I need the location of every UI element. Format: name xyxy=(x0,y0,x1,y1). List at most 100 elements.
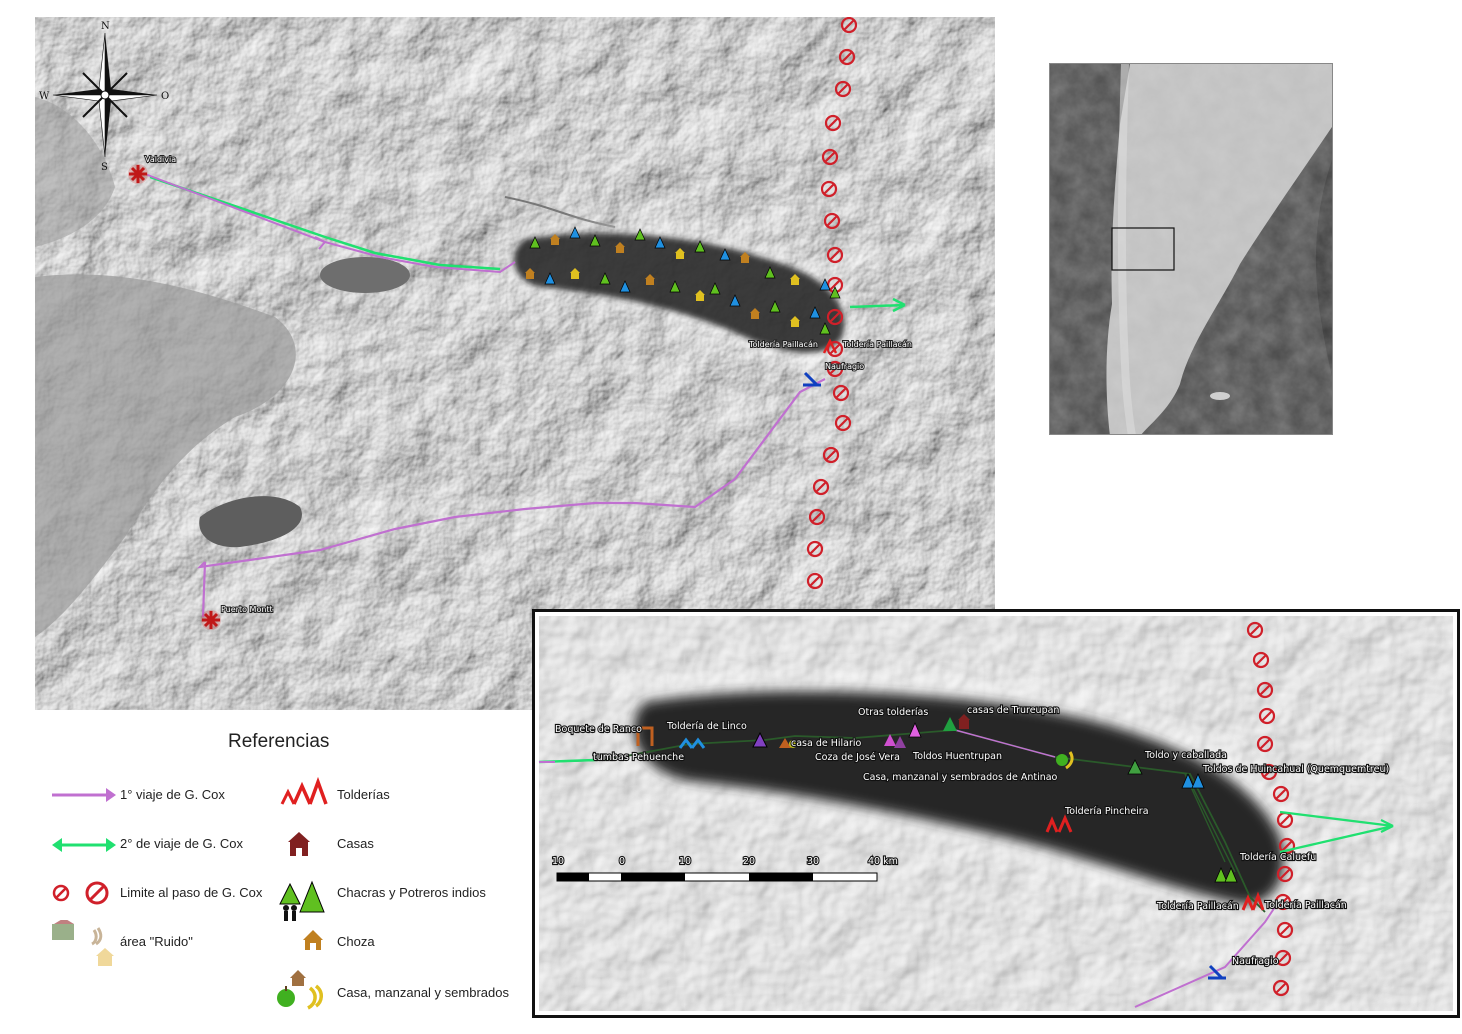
label-paillacan-b: Toldería Paillacán xyxy=(1264,900,1347,911)
legend-chacras-icon xyxy=(279,880,325,921)
scale-tick-2: 10 xyxy=(679,856,691,867)
limit-marker xyxy=(1272,785,1290,803)
legend-route1-label: 1° viaje de G. Cox xyxy=(120,787,225,802)
label-jose-vera: Coza de José Vera xyxy=(815,752,900,763)
limit-marker xyxy=(1276,865,1294,883)
inset-map: 10 0 10 20 30 40 km Boquete de Ranco tum… xyxy=(532,609,1460,1018)
tolderia-paillacan-marker xyxy=(822,338,838,354)
legend-tolderias-icon xyxy=(280,776,328,805)
house-icon xyxy=(790,274,800,285)
tent-icon xyxy=(589,234,601,247)
label-paillacan-a: Toldería Paillacán xyxy=(1156,901,1239,912)
limit-marker xyxy=(820,180,838,198)
limit-marker xyxy=(840,17,858,34)
limit-marker xyxy=(1274,893,1292,911)
label-caluefu: Toldería Caluefu xyxy=(1239,852,1316,863)
compass-n: N xyxy=(101,21,110,32)
legend-limit-icon xyxy=(52,881,109,905)
house-icon xyxy=(550,234,560,245)
tent-icon xyxy=(529,236,541,249)
limit-marker xyxy=(834,80,852,98)
limit-marker xyxy=(838,48,856,66)
legend-route1-icon xyxy=(52,788,116,802)
limit-marker xyxy=(1276,921,1294,939)
legend-choza-icon xyxy=(303,930,323,950)
compass-e: O xyxy=(161,91,169,102)
tent-icon xyxy=(669,280,681,293)
legend-limit-label: Limite al paso de G. Cox xyxy=(120,885,263,900)
boquete-marker xyxy=(636,726,654,746)
tolderia-paillacan-label-2: Toldería Paillacán xyxy=(842,340,912,349)
tent-icon xyxy=(694,240,706,253)
label-naufragio: Naufragio xyxy=(1232,956,1279,967)
limit-markers xyxy=(806,17,858,590)
tent-icon xyxy=(764,266,776,279)
limit-marker xyxy=(822,446,840,464)
limit-marker xyxy=(812,478,830,496)
label-hilario: casa de Hilario xyxy=(791,738,862,749)
trureupan-marker xyxy=(943,714,970,731)
legend-casas-icon xyxy=(288,832,310,856)
legend-casas-label: Casas xyxy=(337,836,374,851)
tent-icon xyxy=(829,286,841,299)
huincahual-marker xyxy=(1181,772,1205,789)
tumbas-marker xyxy=(678,737,706,749)
limit-marker xyxy=(1274,949,1292,967)
tent-icon xyxy=(719,248,731,261)
hilario-marker xyxy=(779,738,797,748)
tent-icon xyxy=(599,272,611,285)
tent-icon xyxy=(619,280,631,293)
tent-icon xyxy=(634,228,646,241)
house-icon xyxy=(615,242,625,253)
scale-tick-5: 40 km xyxy=(868,856,898,867)
house-icon xyxy=(740,252,750,263)
settlement-icons xyxy=(525,226,841,335)
valdivia-label: Valdivia xyxy=(145,155,176,164)
house-icon xyxy=(675,248,685,259)
legend-title: Referencias xyxy=(228,731,330,752)
route-1 xyxy=(144,173,516,274)
limit-marker xyxy=(1278,837,1296,855)
limit-marker xyxy=(806,572,824,590)
valdivia-marker xyxy=(128,164,148,184)
legend-casa-manzanal-label: Casa, manzanal y sembrados xyxy=(337,985,509,1000)
scale-tick-0: 10 xyxy=(552,856,564,867)
tent-icon xyxy=(819,278,831,291)
label-otras: Otras tolderías xyxy=(858,707,928,718)
legend-casa-manzanal-icon xyxy=(277,970,323,1010)
scale-bar: 10 0 10 20 30 40 km xyxy=(551,855,899,882)
label-huincahual: Toldos de Huincahual (Quemquemtreu) xyxy=(1202,764,1389,775)
tent-icon xyxy=(569,226,581,239)
house-icon xyxy=(570,268,580,279)
limit-marker xyxy=(1256,735,1274,753)
label-linco: Toldería de Linco xyxy=(666,721,747,732)
limit-marker xyxy=(832,384,850,402)
naufragio-label: Naufragio xyxy=(825,362,864,371)
legend-chacras-label: Chacras y Potreros indios xyxy=(337,885,486,900)
legend-tolderias-label: Tolderías xyxy=(337,787,390,802)
limit-marker xyxy=(824,114,842,132)
house-icon xyxy=(525,268,535,279)
limit-marker xyxy=(826,308,844,326)
label-tumbas: tumbas Pehuenche xyxy=(593,752,684,763)
scale-tick-3: 20 xyxy=(743,856,755,867)
label-pincheira: Toldería Pincheira xyxy=(1064,806,1149,817)
limit-marker xyxy=(1272,979,1290,997)
house-icon xyxy=(750,308,760,319)
tolderia-paillacan-label-1: Toldería Paillacán xyxy=(748,340,818,349)
main-map: Valdivia Puerto Montt Naufragio Toldería… xyxy=(35,17,995,710)
locator-map xyxy=(1049,63,1333,435)
limit-marker xyxy=(821,148,839,166)
locator-box xyxy=(1111,227,1175,271)
legend-ruido-label: área "Ruido" xyxy=(120,934,193,949)
limit-marker xyxy=(826,360,844,378)
puerto-montt-marker xyxy=(201,610,221,630)
limit-marker xyxy=(1246,621,1264,639)
tent-icon xyxy=(654,236,666,249)
antinao-marker xyxy=(1056,751,1074,770)
tent-icon xyxy=(709,282,721,295)
limit-marker xyxy=(1256,681,1274,699)
otras-marker xyxy=(908,721,922,738)
scale-tick-4: 30 xyxy=(807,856,819,867)
limit-marker xyxy=(823,212,841,230)
